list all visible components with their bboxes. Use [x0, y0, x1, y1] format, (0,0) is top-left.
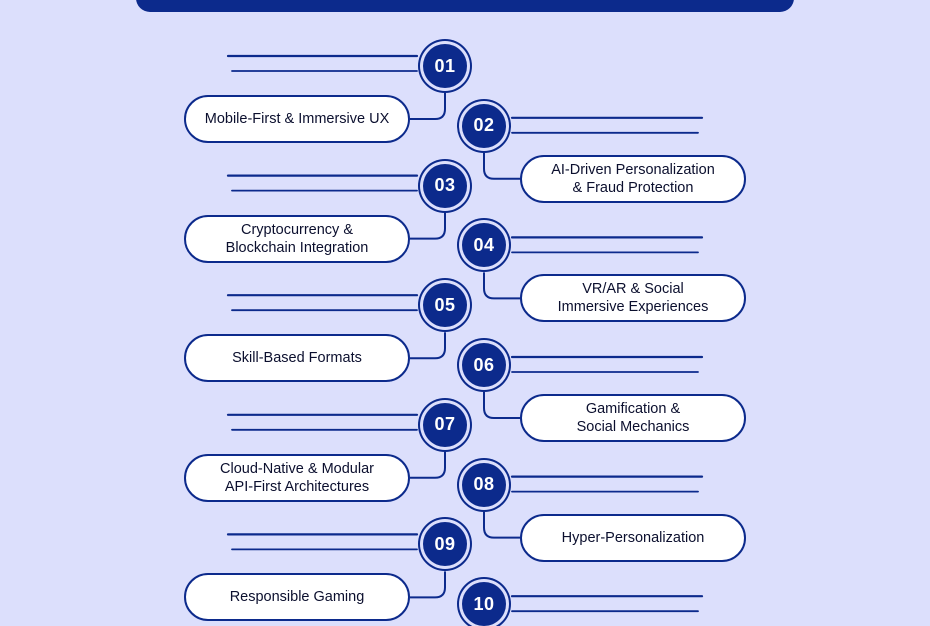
step-number-badge: 02	[462, 103, 506, 148]
step-number-badge: 09	[423, 522, 467, 567]
step-label: Hyper-Personalization	[520, 513, 746, 562]
step-number-badge: 07	[423, 402, 467, 447]
connector	[483, 152, 520, 180]
step-label: Mobile-First & Immersive UX	[184, 95, 410, 143]
header-bar	[136, 0, 794, 12]
connector	[410, 451, 446, 479]
step-number-badge: 06	[462, 343, 506, 387]
connector	[410, 571, 446, 599]
connector	[483, 272, 520, 300]
step-label: Cloud-Native & Modular API-First Archite…	[184, 453, 410, 502]
step-label: AI-Driven Personalization & Fraud Protec…	[520, 154, 746, 203]
connector	[410, 212, 446, 240]
connector	[410, 332, 446, 360]
connector	[410, 93, 446, 120]
connector	[483, 392, 520, 419]
step-label: Responsible Gaming	[184, 573, 410, 622]
step-number-badge: 10	[462, 582, 506, 626]
step-label: Skill-Based Formats	[184, 334, 410, 383]
connector	[483, 511, 520, 539]
step-number-badge: 05	[423, 283, 467, 328]
step-label: Gamification & Social Mechanics	[520, 394, 746, 442]
step-label: VR/AR & Social Immersive Experiences	[520, 274, 746, 323]
step-label: Cryptocurrency & Blockchain Integration	[184, 214, 410, 263]
step-number-badge: 03	[423, 163, 467, 208]
step-number-badge: 08	[462, 462, 506, 507]
step-number-badge: 01	[423, 44, 467, 88]
step-number-badge: 04	[462, 223, 506, 268]
